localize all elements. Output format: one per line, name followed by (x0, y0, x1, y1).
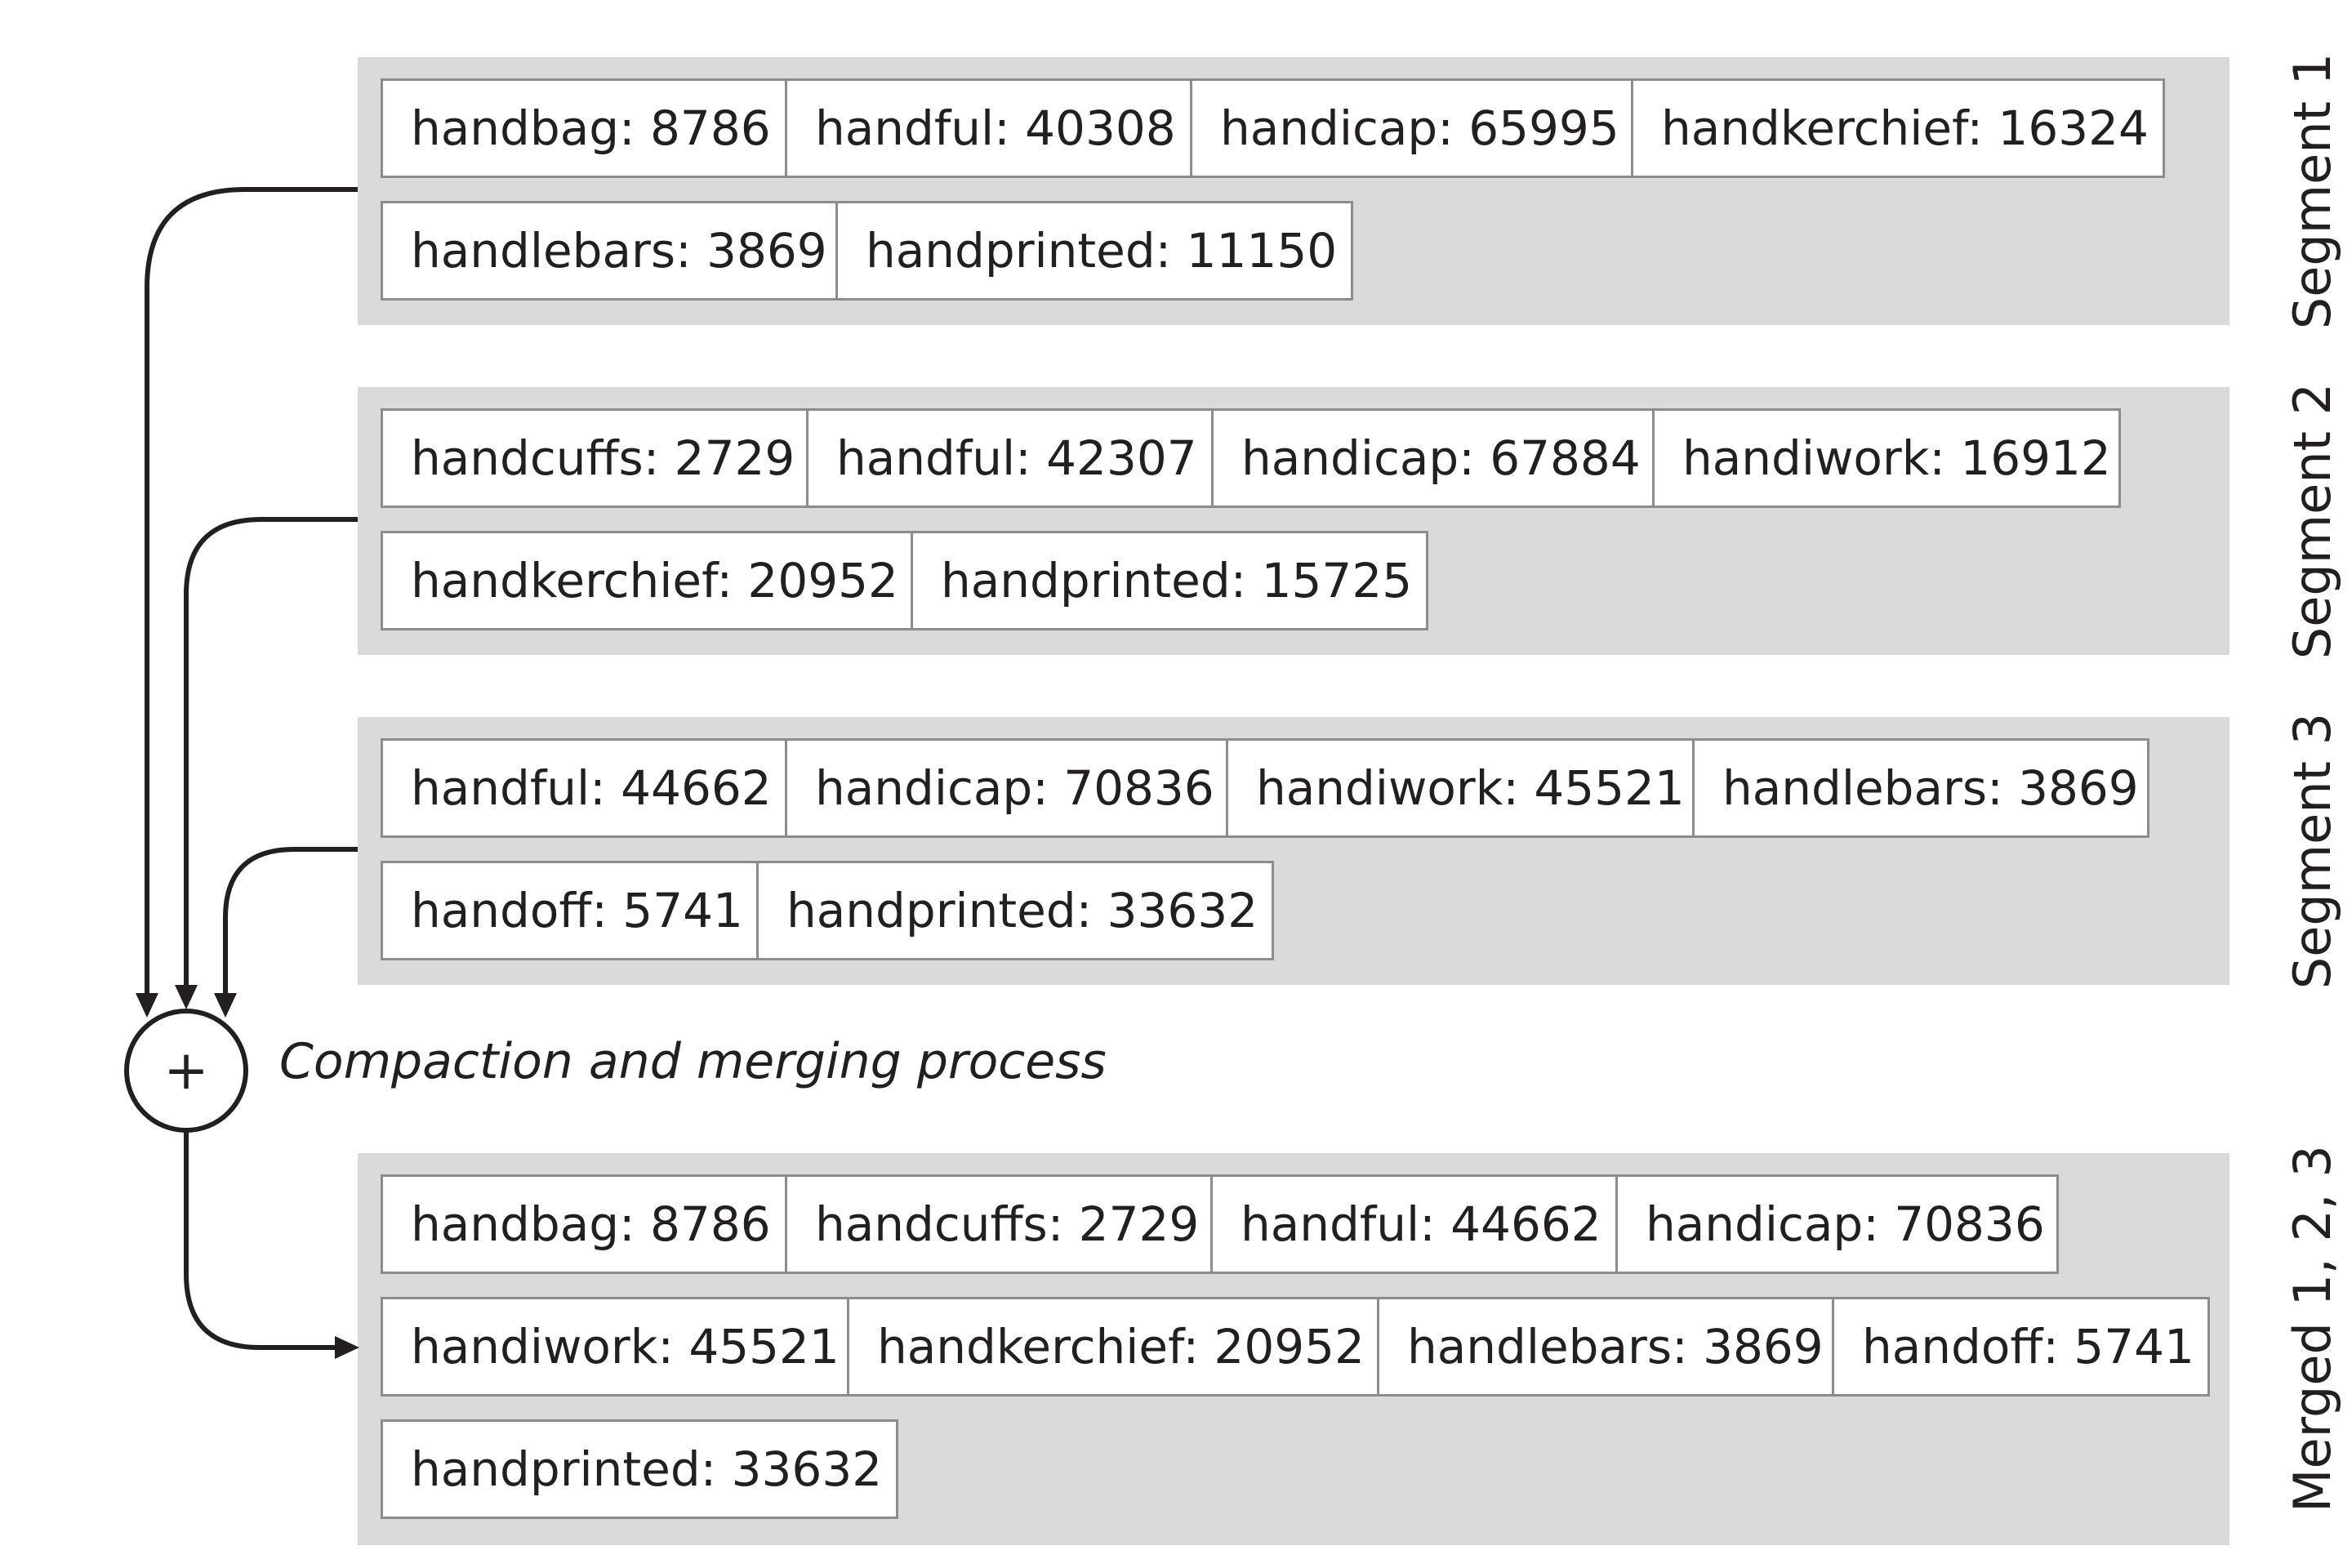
segment-3-panel: handful: 44662 handicap: 70836 handiwork… (358, 717, 2230, 985)
key-value-cell: handicap: 70836 (1615, 1174, 2059, 1274)
key-value-cell: handiwork: 16912 (1652, 408, 2121, 508)
key-value-cell: handkerchief: 20952 (381, 531, 913, 630)
arrowhead-icon (175, 985, 198, 1009)
key-value-cell: handicap: 70836 (785, 738, 1228, 838)
key-value-cell: handful: 44662 (1210, 1174, 1618, 1274)
segment-3-arrow (223, 847, 358, 1000)
key-value-cell: handprinted: 15725 (911, 531, 1428, 630)
merge-node (124, 1009, 248, 1133)
key-value-cell: handbag: 8786 (381, 1174, 787, 1274)
segment-2-panel: handcuffs: 2729 handful: 42307 handicap:… (358, 387, 2230, 655)
key-value-cell: handcuffs: 2729 (785, 1174, 1213, 1274)
key-value-cell: handicap: 65995 (1190, 78, 1633, 178)
key-value-cell: handiwork: 45521 (381, 1297, 849, 1396)
key-value-cell: handkerchief: 16324 (1631, 78, 2165, 178)
key-value-cell: handprinted: 11150 (835, 201, 1353, 301)
key-value-cell: handprinted: 33632 (381, 1419, 898, 1519)
key-value-cell: handcuffs: 2729 (381, 408, 808, 508)
key-value-cell: handlebars: 3869 (1692, 738, 2149, 838)
key-value-cell: handful: 42307 (806, 408, 1214, 508)
key-value-cell: handicap: 67884 (1211, 408, 1655, 508)
segment-1-arrow (145, 187, 358, 1000)
key-value-cell: handful: 44662 (381, 738, 787, 838)
segment-2-arrow (184, 517, 358, 991)
key-value-cell: handlebars: 3869 (1377, 1297, 1834, 1396)
key-value-cell: handprinted: 33632 (756, 861, 1274, 960)
arrowhead-icon (136, 993, 158, 1018)
merge-plus-icon: + (163, 1039, 208, 1102)
merged-panel: handbag: 8786 handcuffs: 2729 handful: 4… (358, 1153, 2230, 1545)
segment-1-panel: handbag: 8786 handful: 40308 handicap: 6… (358, 57, 2230, 325)
arrowhead-icon (214, 993, 237, 1018)
key-value-cell: handoff: 5741 (381, 861, 759, 960)
merged-arrow (184, 1132, 343, 1350)
key-value-cell: handiwork: 45521 (1226, 738, 1695, 838)
key-value-cell: handkerchief: 20952 (847, 1297, 1379, 1396)
process-caption: Compaction and merging process (279, 1033, 1107, 1090)
key-value-cell: handbag: 8786 (381, 78, 787, 178)
arrowhead-icon (335, 1336, 359, 1359)
key-value-cell: handoff: 5741 (1832, 1297, 2210, 1396)
key-value-cell: handlebars: 3869 (381, 201, 838, 301)
